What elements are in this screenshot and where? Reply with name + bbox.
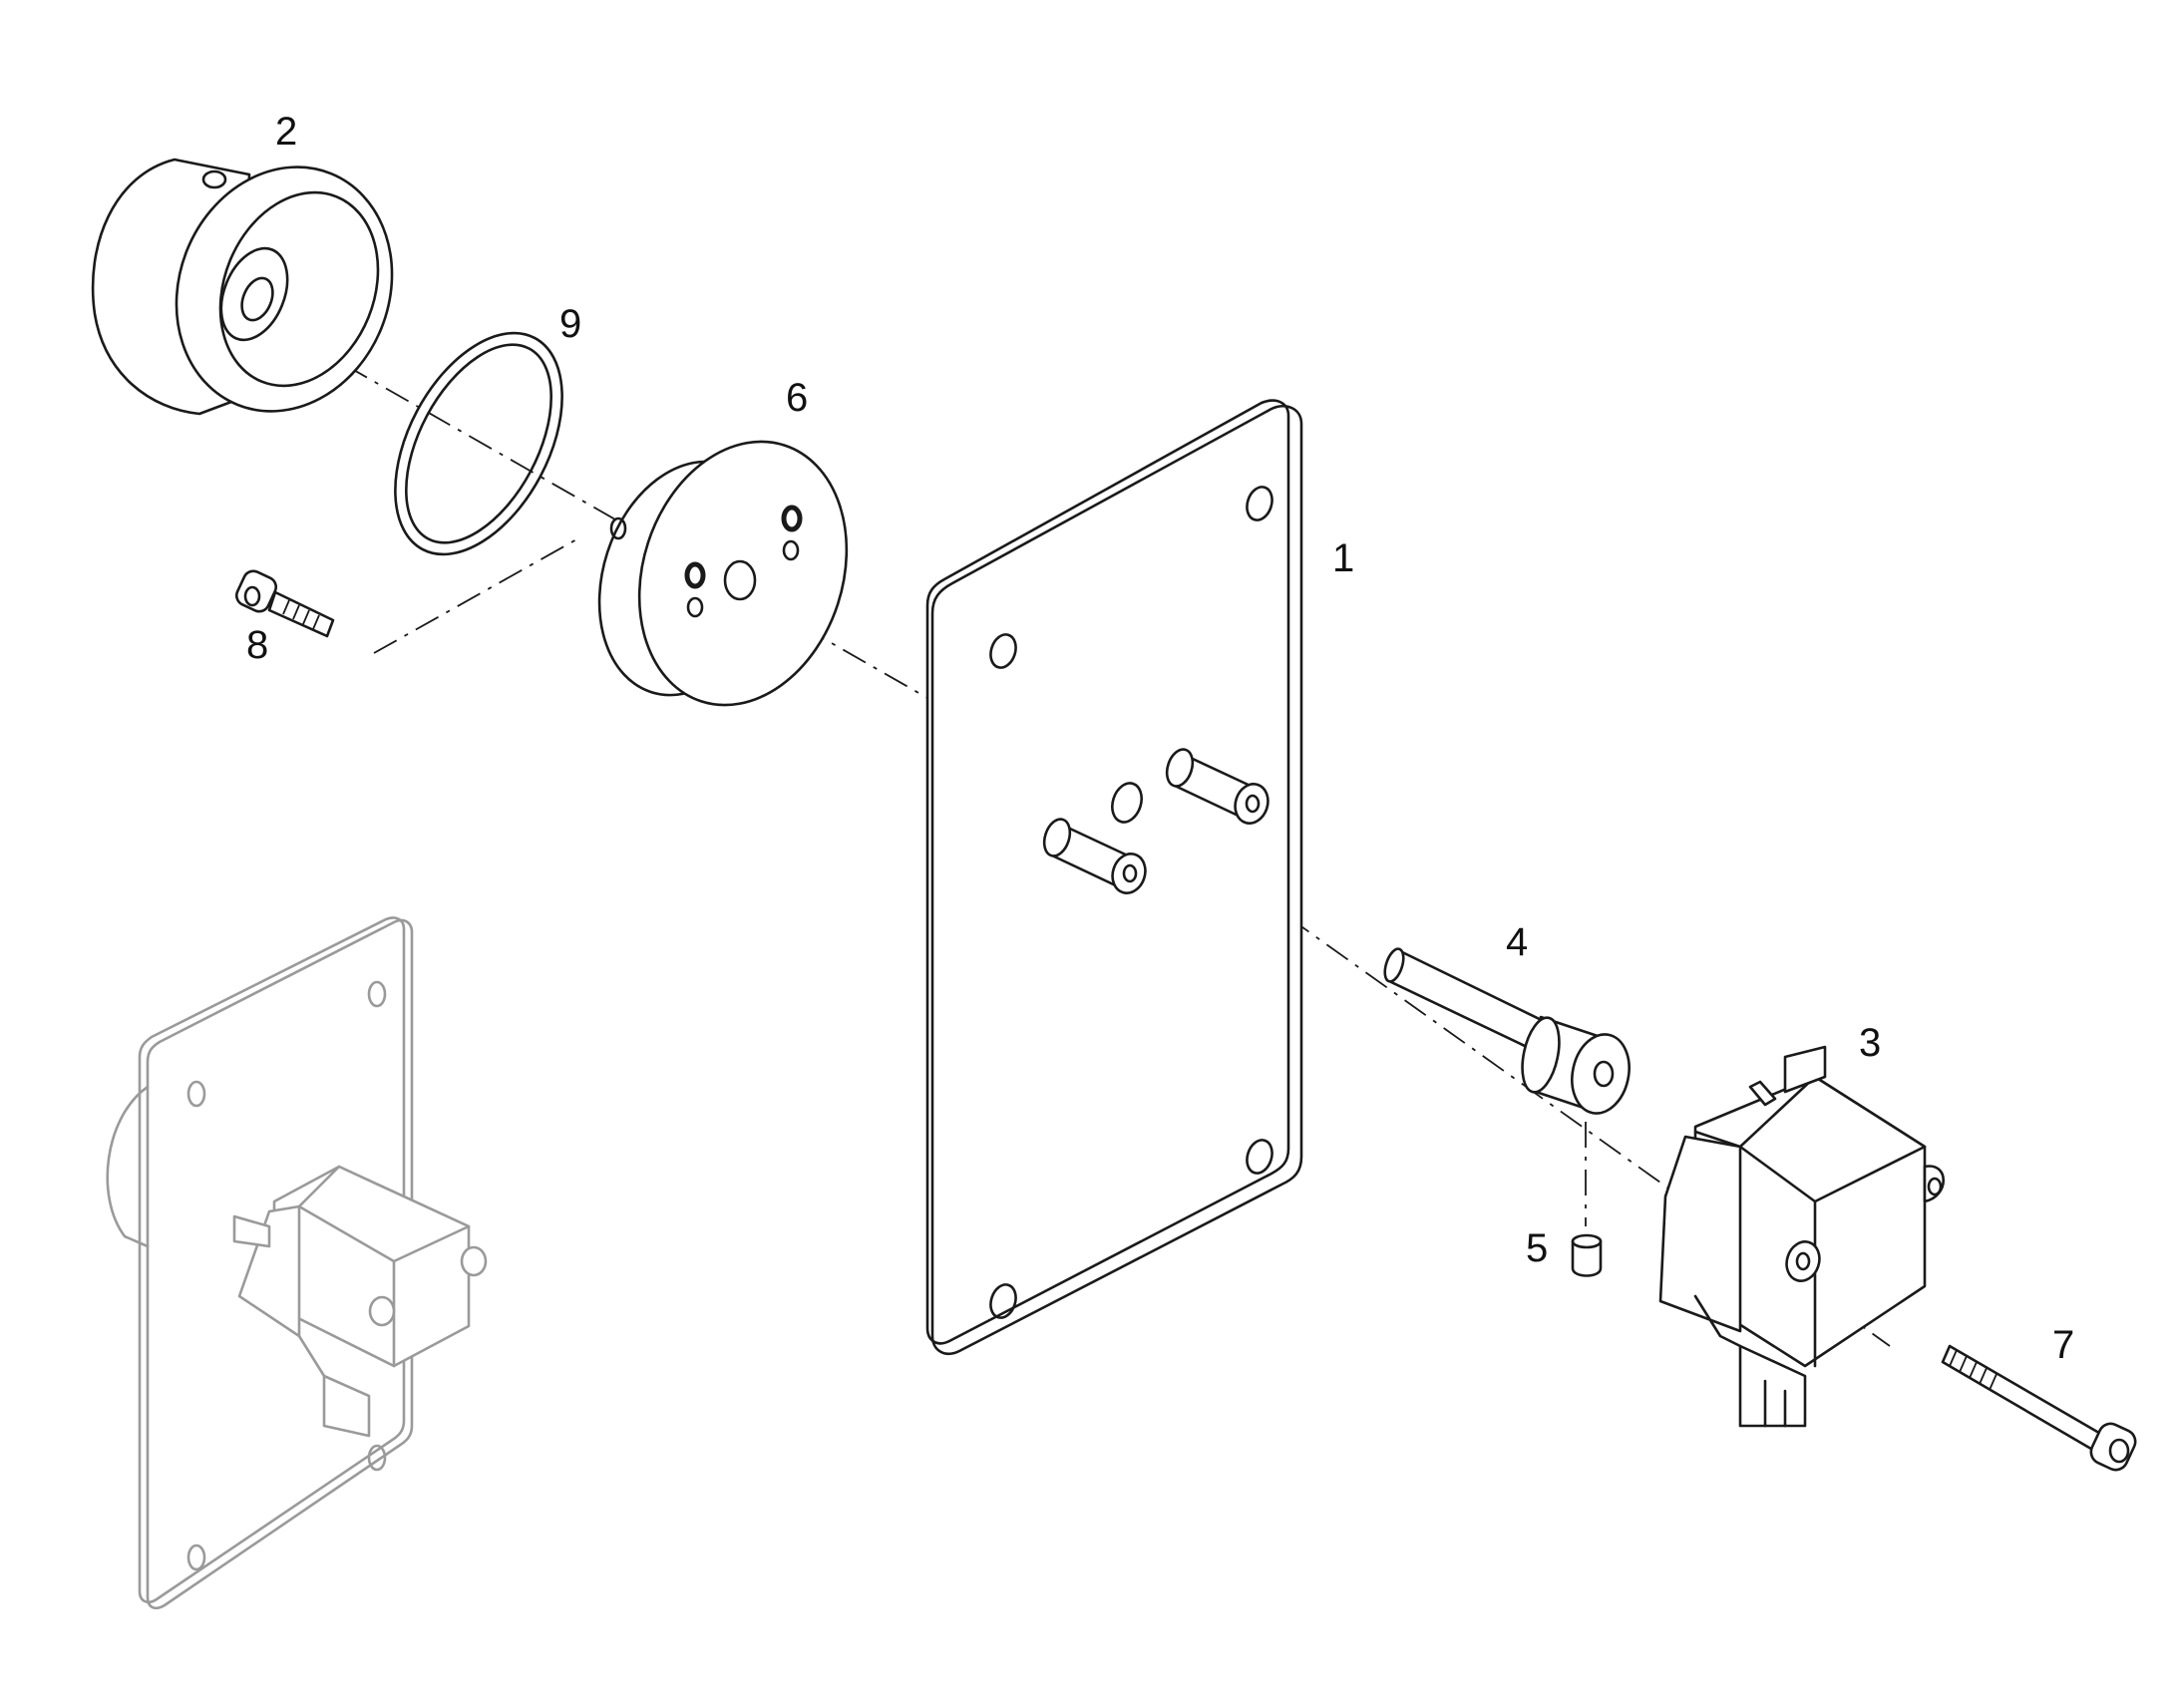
callout-3: 3 <box>1859 1021 1881 1065</box>
callout-2: 2 <box>275 110 297 154</box>
callout-9: 9 <box>559 302 581 346</box>
callout-labels: 1 2 3 4 5 6 7 8 9 <box>246 110 2074 1367</box>
callout-5: 5 <box>1526 1226 1548 1270</box>
part-8-screw <box>234 569 335 638</box>
axis-screw-8 <box>373 537 579 654</box>
callout-8: 8 <box>246 623 268 667</box>
callout-7: 7 <box>2052 1323 2074 1367</box>
part-9-o-ring <box>394 331 563 556</box>
callout-1: 1 <box>1332 536 1354 580</box>
part-4-shaft <box>1383 947 1631 1115</box>
part-2-housing <box>91 158 394 416</box>
callout-4: 4 <box>1506 920 1528 964</box>
callout-6: 6 <box>786 376 808 420</box>
assembled-overview-ghost <box>106 916 488 1610</box>
part-5-pin <box>1571 1233 1603 1277</box>
part-3-actuator <box>1658 1045 1946 1428</box>
part-7-screw <box>1941 1344 2137 1472</box>
part-1-plate <box>925 399 1303 1356</box>
part-6-flange <box>597 440 849 707</box>
